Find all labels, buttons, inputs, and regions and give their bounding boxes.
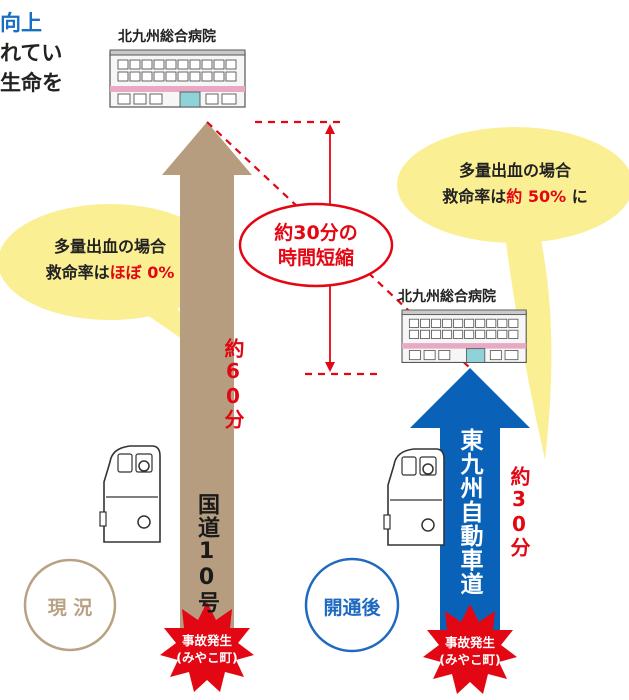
left-road-label: 国道10号 — [194, 493, 219, 614]
bubble-right-prefix: 救命率は — [442, 187, 507, 206]
bubble-left-prefix: 救命率は — [45, 263, 110, 282]
bubble-right-emphasis: 約 50% — [506, 187, 567, 206]
ambulance-icon — [383, 448, 445, 546]
time-saving-line1: 約30分の — [274, 222, 358, 244]
explosion-icon — [160, 602, 254, 692]
ambulance-icon — [99, 445, 161, 543]
status-circle-left — [23, 558, 117, 652]
bubble-left-emphasis: ほぼ 0% — [109, 263, 175, 282]
hospital-label-mid: 北九州総合病院 — [398, 289, 496, 305]
bubble-left-line1: 多量出血の場合 — [53, 237, 166, 256]
speech-bubble-right — [397, 127, 629, 460]
right-time-label: 約30分 — [507, 466, 531, 558]
bubble-left-text: 多量出血の場合 救命率はほぼ 0% — [10, 234, 210, 286]
intro-text: 向上 れてい 生命を — [0, 8, 63, 98]
intro-line-1: 向上 — [0, 11, 42, 35]
incident-right-line1: 事故発生 — [444, 635, 495, 650]
hospital-building-icon — [401, 309, 527, 363]
route-arrow-left — [162, 122, 252, 643]
incident-left-line2: (みやこ町) — [176, 650, 238, 665]
bubble-right-line1: 多量出血の場合 — [458, 161, 571, 180]
bubble-right-suffix: に — [566, 187, 588, 206]
intro-line-3: 生命を — [0, 71, 63, 95]
explosion-icon — [423, 604, 517, 694]
incident-right-line2: (みやこ町) — [439, 652, 501, 667]
left-time-label: 約60分 — [221, 338, 245, 430]
time-saving-label: 約30分の 時間短縮 — [240, 221, 392, 271]
hospital-building-icon — [109, 49, 246, 108]
time-saving-oval — [238, 202, 394, 288]
status-circle-right — [304, 557, 400, 653]
hospital-label-top: 北九州総合病院 — [118, 29, 216, 45]
right-road-label: 東九州自動車道 — [456, 428, 482, 596]
incident-label-left: 事故発生 (みやこ町) — [167, 632, 247, 666]
bubble-right-text: 多量出血の場合 救命率は約 50% に — [400, 158, 629, 210]
incident-label-right: 事故発生 (みやこ町) — [430, 634, 510, 668]
time-saving-line2: 時間短縮 — [277, 247, 354, 269]
status-after-label: 開通後 — [323, 597, 381, 619]
intro-line-2: れてい — [0, 41, 63, 65]
incident-left-line1: 事故発生 — [181, 633, 232, 648]
status-current-label: 現 況 — [47, 597, 93, 619]
